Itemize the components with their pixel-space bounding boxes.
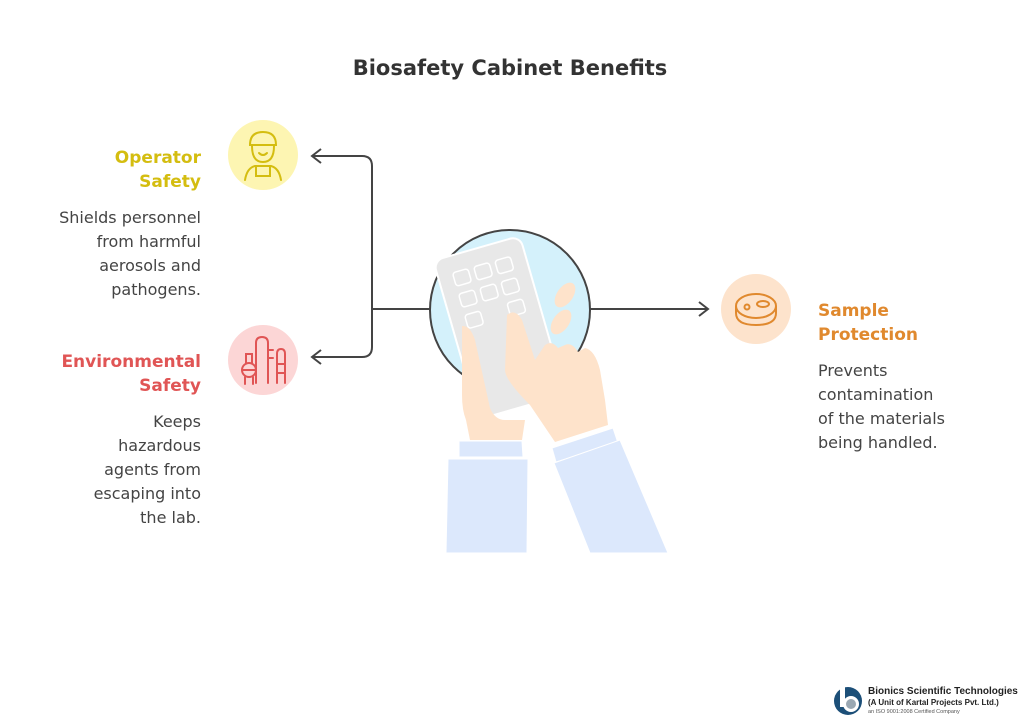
factory-icon xyxy=(228,325,298,395)
arrowhead-operator xyxy=(310,148,322,164)
desc-line: Keeps xyxy=(153,412,201,431)
hands-calculator-illustration xyxy=(429,229,669,554)
page-title: Biosafety Cabinet Benefits xyxy=(352,56,668,80)
desc-line: from harmful xyxy=(96,232,201,251)
connector-environmental xyxy=(312,309,373,358)
logo-name: Bionics Scientific Technologies xyxy=(868,686,1018,697)
sample-protection-block: Sample Protection Prevents contamination… xyxy=(818,299,945,455)
arrowhead-environmental xyxy=(310,349,322,365)
title-line: Operator xyxy=(114,148,201,168)
desc-line: being handled. xyxy=(818,433,938,452)
worker-icon xyxy=(228,120,298,190)
company-logo: Bionics Scientific Technologies (A Unit … xyxy=(832,683,1020,717)
title-line: Safety xyxy=(139,172,201,192)
arrowhead-sample xyxy=(698,301,710,317)
desc-line: escaping into xyxy=(93,484,201,503)
desc-line: of the materials xyxy=(818,409,945,428)
desc-line: aerosols and xyxy=(99,256,201,275)
logo-subtitle: (A Unit of Kartal Projects Pvt. Ltd.) xyxy=(868,698,999,707)
desc-line: the lab. xyxy=(140,508,201,527)
petri-dish-icon xyxy=(721,274,791,344)
operator-title: Operator Safety xyxy=(59,146,201,194)
logo-mark-icon xyxy=(834,685,862,715)
title-line: Protection xyxy=(818,325,918,345)
environmental-description: Keeps hazardous agents from escaping int… xyxy=(61,410,201,530)
desc-line: hazardous xyxy=(118,436,201,455)
operator-safety-block: Operator Safety Shields personnel from h… xyxy=(59,146,201,302)
title-line: Safety xyxy=(139,376,201,396)
desc-line: pathogens. xyxy=(111,280,201,299)
connector-operator xyxy=(312,155,430,310)
desc-line: Shields personnel xyxy=(59,208,201,227)
title-line: Environmental xyxy=(61,352,201,372)
sample-title: Sample Protection xyxy=(818,299,945,347)
title-line: Sample xyxy=(818,301,889,321)
desc-line: contamination xyxy=(818,385,934,404)
desc-line: Prevents xyxy=(818,361,888,380)
operator-description: Shields personnel from harmful aerosols … xyxy=(59,206,201,302)
environmental-title: Environmental Safety xyxy=(61,350,201,398)
desc-line: agents from xyxy=(104,460,201,479)
connectors xyxy=(310,148,710,365)
environmental-safety-block: Environmental Safety Keeps hazardous age… xyxy=(61,350,201,530)
sample-description: Prevents contamination of the materials … xyxy=(818,359,945,455)
logo-certification: an ISO 9001:2008 Certified Company xyxy=(868,709,960,715)
